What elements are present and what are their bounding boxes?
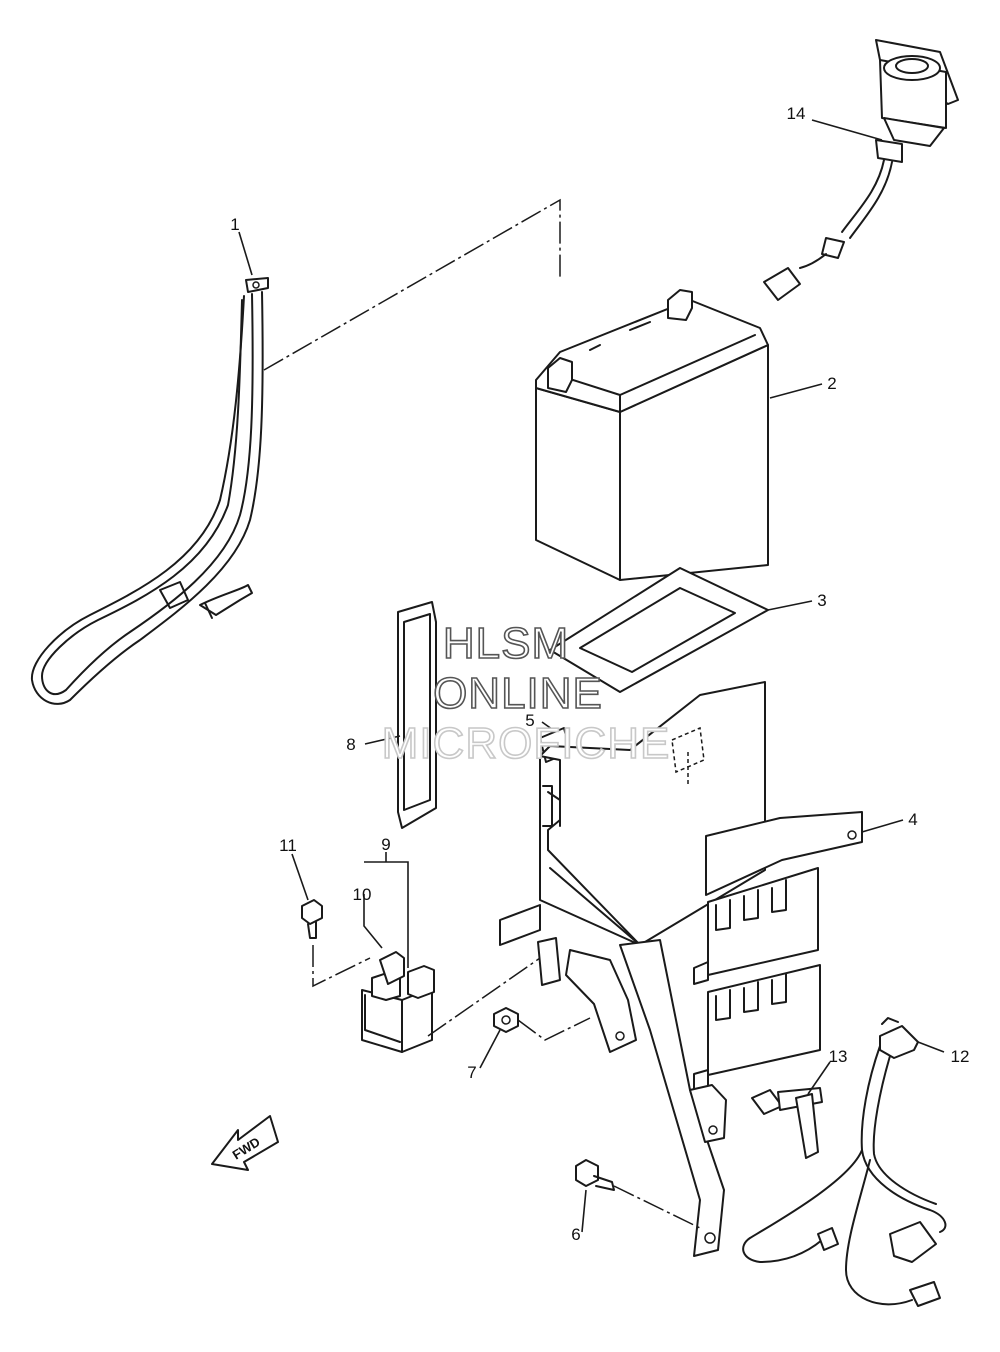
starter-relay-part-9[interactable] [361,951,435,1053]
clamp-part-13[interactable] [751,1087,823,1159]
callout-5: 5 [525,711,534,730]
harness-part-12[interactable] [742,1017,947,1307]
callout-1: 1 [230,215,239,234]
forward-direction-arrow: FWD [211,1115,279,1171]
bolt-part-11[interactable] [301,899,323,939]
callout-4: 4 [908,810,917,829]
callout-8: 8 [346,735,355,754]
nut-part-7[interactable] [493,1007,519,1033]
callout-numbers: 1 2 3 4 5 6 7 8 9 10 11 12 13 14 [230,104,969,1244]
callout-6: 6 [571,1225,580,1244]
battery-cable-part-1[interactable] [30,277,269,705]
socket-part-14[interactable] [763,39,959,301]
callout-3: 3 [817,591,826,610]
battery-band-part-8[interactable] [397,601,437,829]
callout-14: 14 [787,104,806,123]
callout-13: 13 [829,1047,848,1066]
watermark-line-2: ONLINE [433,669,603,718]
bolt-to-relay-dashline [312,945,371,988]
callout-7: 7 [467,1063,476,1082]
battery-part-2[interactable] [535,289,769,581]
bolt-part-6[interactable] [575,1159,615,1191]
callout-2: 2 [827,374,836,393]
callout-11: 11 [279,836,297,855]
battery-box-part-4[interactable] [499,681,863,1257]
callout-12: 12 [951,1047,970,1066]
watermark: HLSM ONLINE MICROFICHE [381,618,671,769]
nut-to-box-dashline [517,1017,591,1041]
relay-to-box-dashline [427,957,541,1037]
callout-9: 9 [381,835,390,854]
cable-to-battery-dashline [263,198,561,371]
leader-lines [238,119,945,1233]
watermark-line-1: HLSM [443,619,569,668]
bolt-to-box-dashline [613,1185,701,1229]
watermark-line-3: MICROFICHE [382,719,671,768]
callout-10: 10 [353,885,372,904]
